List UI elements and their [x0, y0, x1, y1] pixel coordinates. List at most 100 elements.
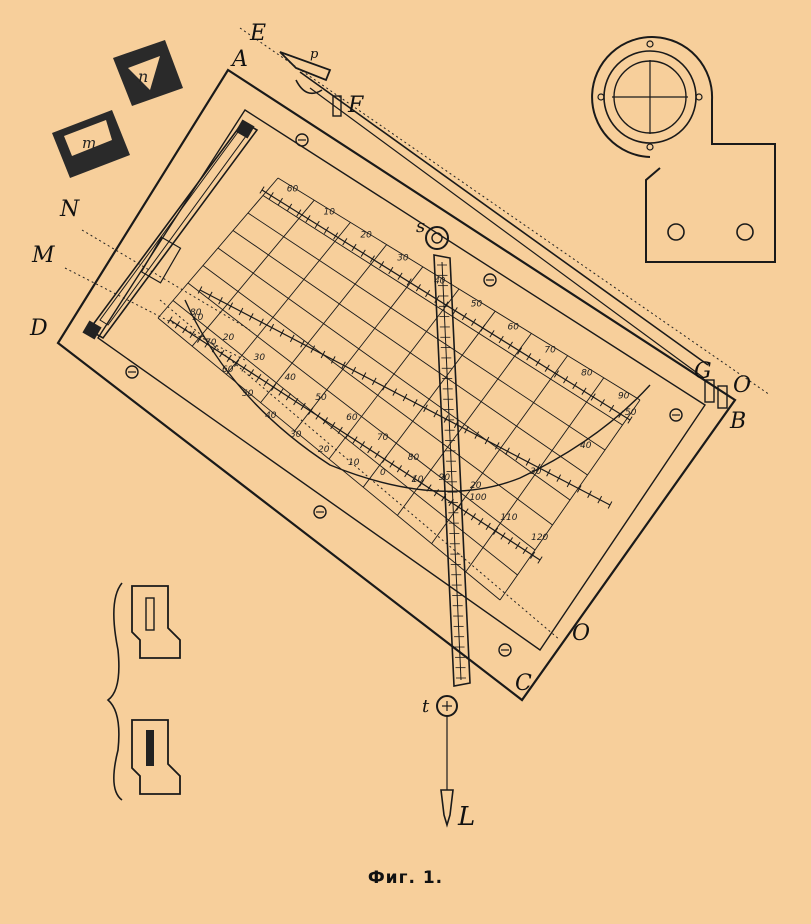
scale-top-tick — [461, 312, 467, 321]
scale-mid-tick — [464, 425, 469, 434]
screw-head — [483, 273, 497, 287]
fitting-hole-left — [667, 223, 685, 241]
curve-label: 40 — [265, 411, 277, 421]
letter-labels: E A F p N M D G O B O C s t L n m — [29, 21, 751, 832]
scale-top-tick — [507, 341, 513, 349]
scale-mid-tick — [351, 366, 357, 375]
scale-lower-tick — [234, 359, 240, 367]
scale-mid-tick — [412, 399, 418, 407]
scale-mid-tick — [289, 334, 295, 343]
screw-head — [669, 408, 683, 422]
scale-top-tick — [498, 335, 504, 344]
grid-line-long — [247, 212, 606, 451]
scale-lower-tick — [345, 431, 351, 439]
scale-top-tick — [553, 370, 559, 378]
scale-lower-tick — [263, 378, 269, 387]
bracket-lower — [131, 719, 181, 795]
post-f — [332, 95, 342, 117]
scale-lower-tick — [456, 503, 462, 511]
scale-lower-tick — [248, 369, 254, 377]
scale-lower-tick — [182, 325, 188, 334]
post-o — [717, 385, 728, 409]
scale-lower-tick — [315, 412, 321, 420]
top-edge-inner — [309, 87, 705, 379]
scale-top-label: 90 — [618, 391, 630, 401]
scale-top-tick — [489, 330, 495, 338]
scale-lower-label: 10 — [192, 313, 204, 323]
instrument-plate — [56, 51, 737, 702]
scale-top-tick — [296, 209, 302, 217]
scale-lower-label: 70 — [377, 433, 389, 443]
scale-lower-label: 50 — [315, 393, 327, 403]
circular-fitting-detail — [591, 36, 776, 263]
scale-top-tick — [572, 381, 578, 390]
scale-lower-tick — [167, 316, 173, 324]
scale-mid-tick — [607, 501, 613, 509]
scale-top-label: 40 — [434, 276, 446, 286]
scale-top-tick — [544, 364, 550, 372]
curve-label: 10 — [348, 458, 360, 468]
fitting-outline — [591, 36, 776, 263]
scale-lower-tick — [271, 383, 277, 391]
scale-mid-tick — [597, 495, 603, 504]
label-n: N — [59, 197, 80, 222]
label-b: B — [729, 409, 746, 434]
scale-top-tick — [287, 203, 293, 211]
scale-mid-tick — [238, 307, 244, 316]
label-e: E — [249, 21, 266, 46]
scale-top-tick — [599, 399, 605, 407]
fitting-screw-left — [597, 93, 605, 101]
scale-lower-tick — [293, 397, 299, 406]
scale-top-tick — [351, 243, 357, 252]
label-g: G — [694, 359, 712, 384]
scale-mid-tick — [248, 313, 254, 321]
scale-top-tick — [388, 266, 394, 275]
scale-lower-tick — [256, 373, 262, 382]
scale-top-tick — [268, 192, 274, 200]
scale-lower-label: 60 — [346, 413, 358, 423]
scale-mid-tick — [207, 291, 213, 300]
label-p: p — [310, 47, 319, 62]
scale-top-tick — [425, 289, 431, 298]
scale-lower-label: 20 — [223, 333, 235, 343]
label-c: C — [515, 671, 532, 696]
scale-top-label: 60 — [508, 322, 520, 332]
curve-label: 50 — [242, 389, 254, 399]
curve-label: 40 — [580, 441, 592, 451]
sight-line-m — [64, 267, 246, 361]
grid-line-long — [217, 247, 571, 501]
part-m-window — [64, 120, 112, 156]
scale-lower-tick — [197, 335, 203, 343]
scale-top-tick — [379, 261, 385, 269]
scale-mid-tick — [566, 479, 572, 488]
fitting-hole-right — [736, 223, 754, 241]
curve-label: 50 — [625, 408, 637, 418]
fitting-screw-bottom — [646, 143, 654, 151]
scale-top-label: 80 — [581, 368, 593, 378]
scale-lower-tick — [500, 532, 506, 540]
scale-top-tick — [323, 226, 329, 234]
scale-lower-tick — [493, 527, 499, 535]
scale-top-tick — [277, 197, 283, 206]
grid-line-long — [277, 177, 641, 401]
scale-lower-tick — [352, 436, 358, 444]
pivot-s — [425, 226, 449, 250]
scale-mid-tick — [218, 296, 223, 305]
grid-line-long — [202, 265, 553, 526]
scale-mid-tick — [484, 436, 490, 445]
scale-lower-tick — [278, 388, 284, 396]
screw-head — [498, 643, 512, 657]
scale-mid-tick — [433, 409, 439, 418]
scale-top-tick — [526, 353, 532, 361]
bracket-details — [106, 582, 181, 801]
scale-top-tick — [535, 358, 541, 367]
scale-lower-tick — [537, 556, 543, 564]
curve-label: 20 — [318, 445, 330, 455]
scale-mid-tick — [320, 350, 326, 359]
scale-mid-tick — [423, 404, 428, 413]
detail-part-m — [52, 110, 130, 178]
pendulum-rod — [425, 226, 471, 828]
scale-top-label: 50 — [471, 299, 483, 309]
